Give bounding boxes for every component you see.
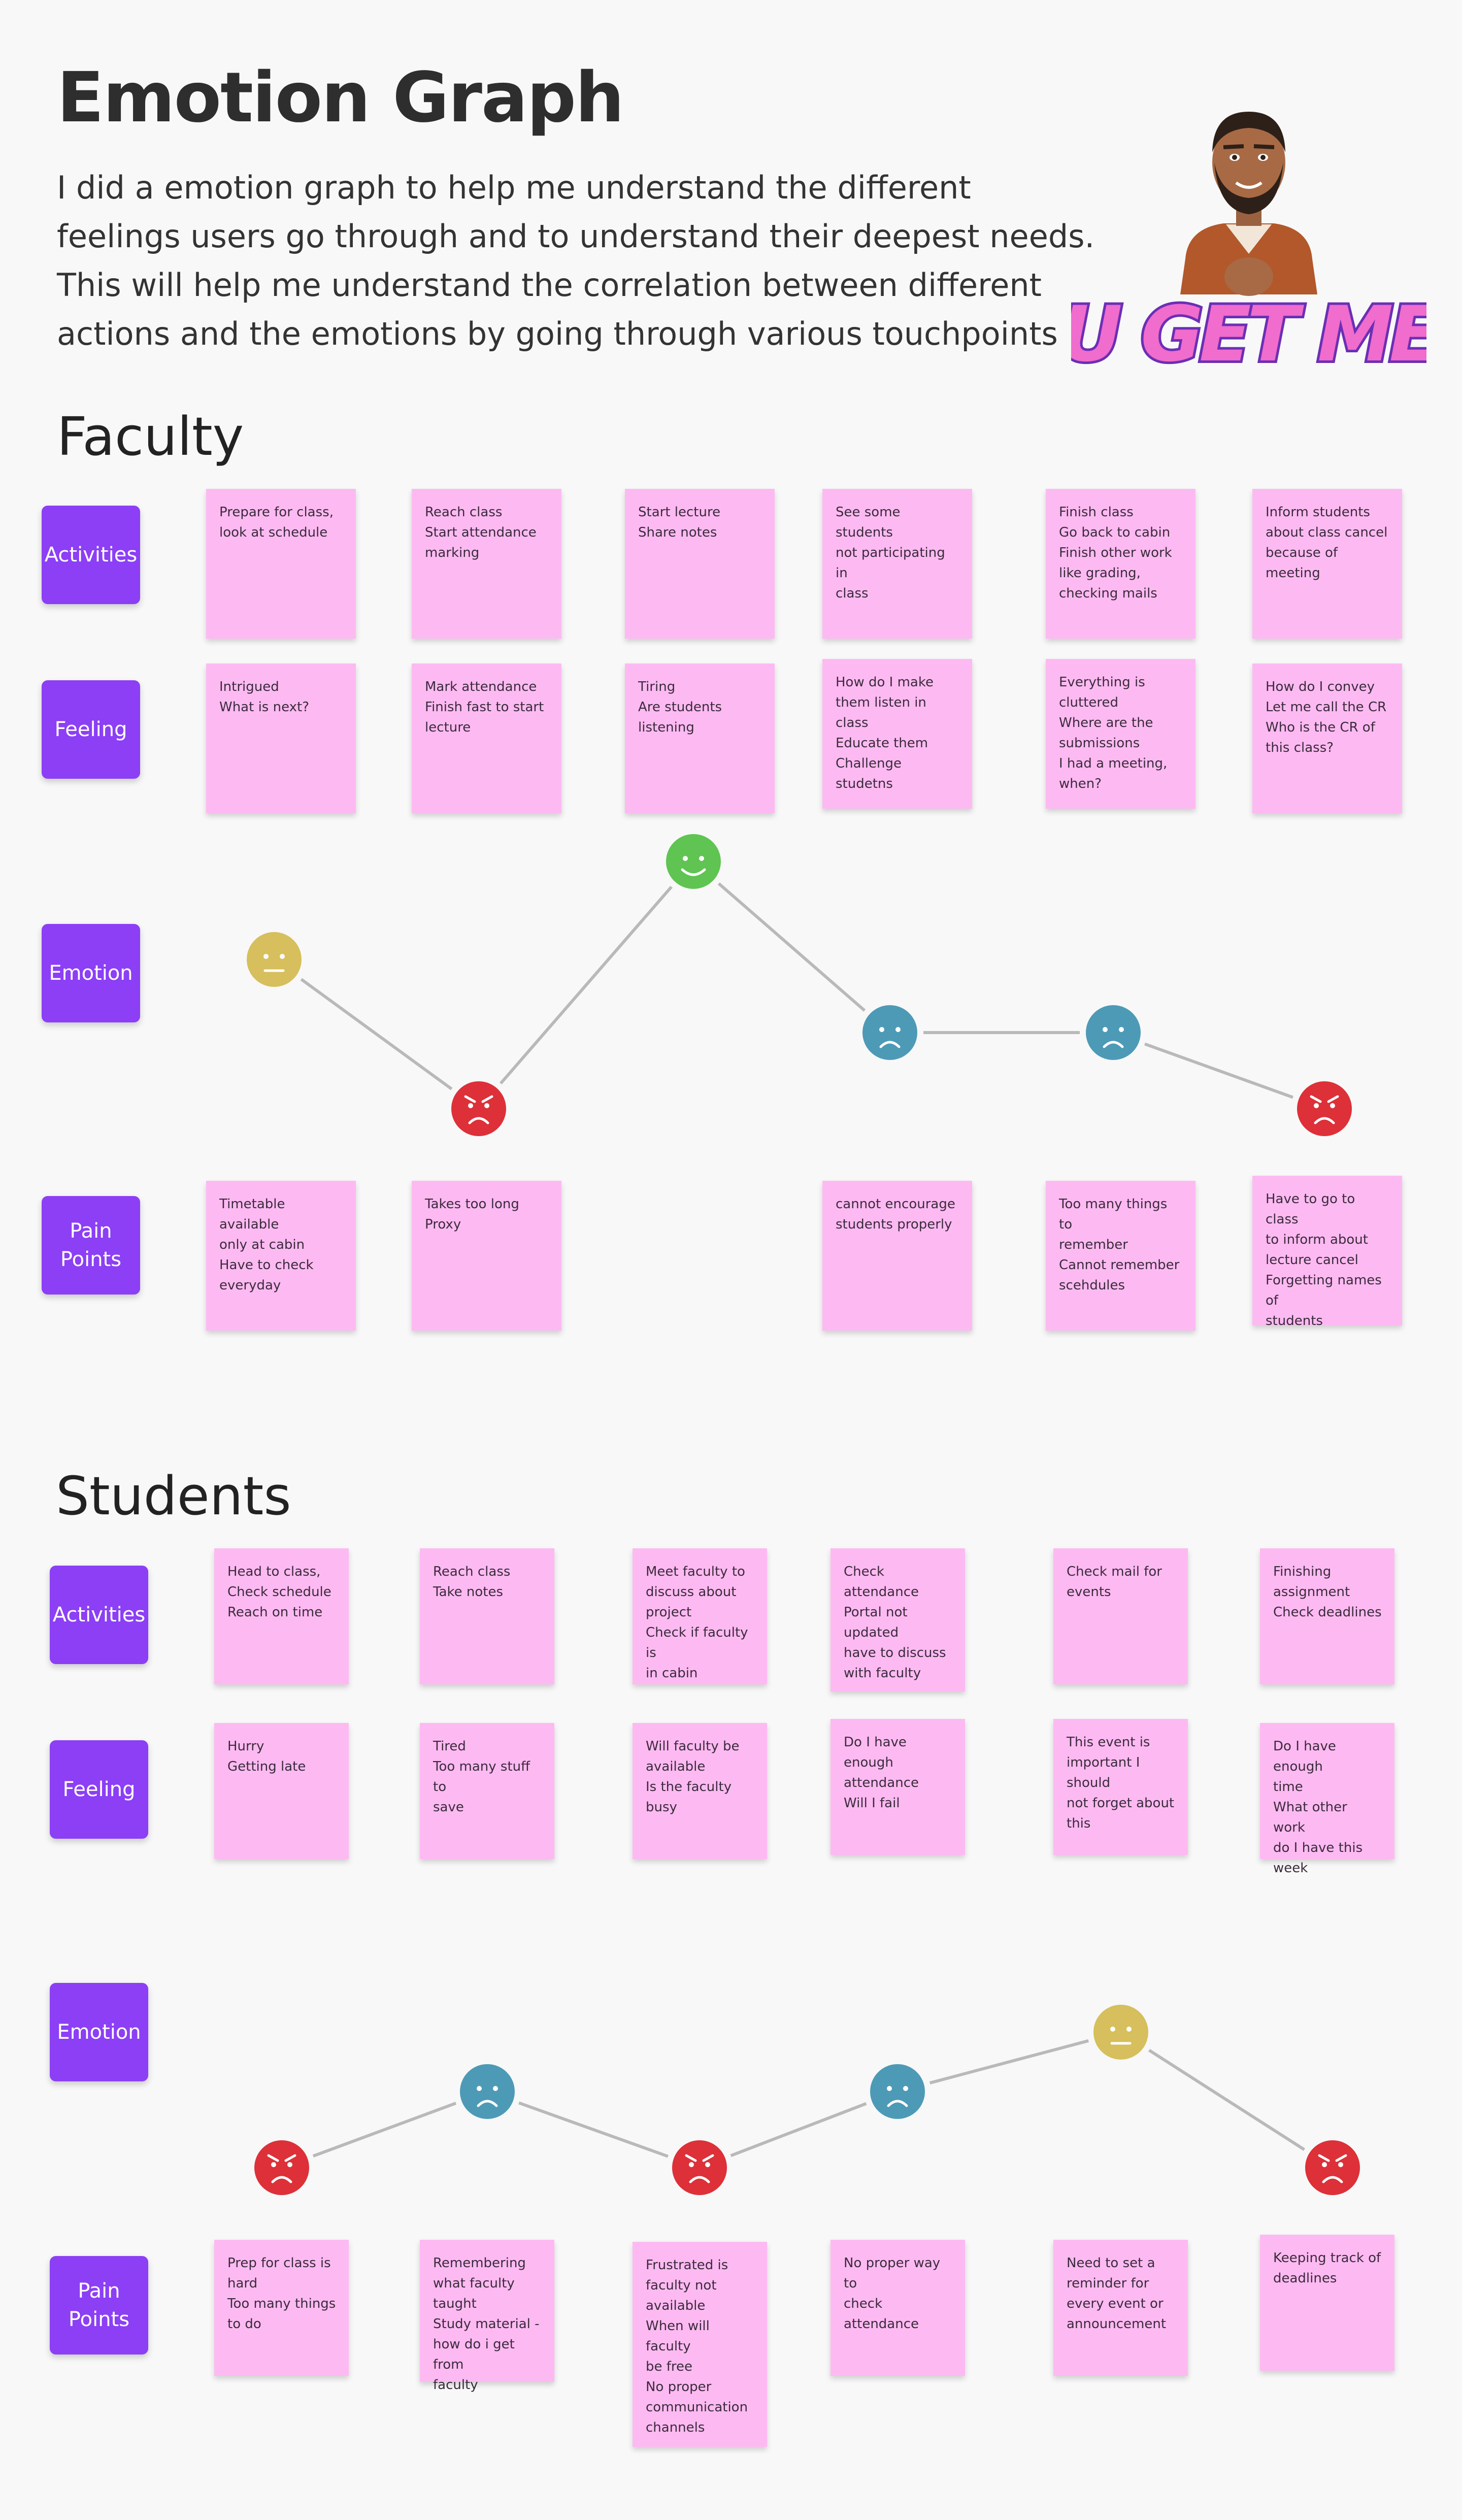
students-pain-note: Remembering what faculty taught Study ma… [420, 2240, 554, 2393]
students-pain-note: Prep for class is hard Too many things t… [214, 2240, 349, 2376]
avatar-shirt [1226, 224, 1272, 254]
happy-face-icon [666, 834, 721, 889]
faculty-activity-note: See some students not participating in c… [822, 489, 972, 639]
students-section-title: Students [56, 1465, 291, 1527]
students-feeling-note: Do I have enough attendance Will I fail [830, 1719, 965, 1855]
faculty-pain-note: Have to go to class to inform about lect… [1252, 1176, 1402, 1329]
angry-face-icon [672, 2140, 727, 2195]
faculty-feeling-note: Mark attendance Finish fast to start lec… [412, 664, 561, 813]
students-activity-note: Finishing assignment Check deadlines [1260, 1548, 1394, 1684]
students-label-feeling: Feeling [50, 1740, 148, 1839]
students-emotion-connector [1148, 2049, 1306, 2151]
students-activity-note: Meet faculty to discuss about project Ch… [633, 1548, 767, 1684]
students-label-pain-points: Pain Points [50, 2256, 148, 2355]
angry-face-icon [1297, 1081, 1352, 1136]
faculty-emotion-connector [1144, 1042, 1293, 1099]
faculty-feeling-note: Everything is cluttered Where are the su… [1046, 659, 1195, 809]
angry-face-icon [254, 2140, 309, 2195]
neutral-face-icon [1093, 2005, 1148, 2060]
faculty-pain-note: cannot encourage students properly [822, 1181, 972, 1331]
faculty-pain-note: Takes too long Proxy [412, 1181, 561, 1331]
students-activity-note: Check attendance Portal not updated have… [830, 1548, 965, 1692]
students-emotion-connector [929, 2039, 1089, 2084]
students-label-activities: Activities [50, 1566, 148, 1664]
intro-paragraph: I did a emotion graph to help me underst… [57, 169, 1095, 352]
faculty-section-title: Faculty [57, 406, 244, 468]
angry-face-icon [451, 1081, 506, 1136]
faculty-activity-note: Prepare for class, look at schedule [206, 489, 356, 639]
students-pain-note: Need to set a reminder for every event o… [1053, 2240, 1188, 2376]
students-activity-note: Head to class, Check schedule Reach on t… [214, 1548, 349, 1684]
faculty-activity-note: Finish class Go back to cabin Finish oth… [1046, 489, 1195, 639]
students-pain-note: Keeping track of deadlines [1260, 2235, 1394, 2371]
students-feeling-note: Do I have enough time What other work do… [1260, 1723, 1394, 1876]
faculty-feeling-note: Intrigued What is next? [206, 664, 356, 813]
faculty-label-feeling: Feeling [42, 680, 140, 779]
students-emotion-connector [312, 2102, 457, 2158]
faculty-label-emotion: Emotion [42, 924, 140, 1022]
faculty-activity-note: Inform students about class cancel becau… [1252, 489, 1402, 639]
faculty-emotion-connector [717, 882, 866, 1012]
neutral-face-icon [247, 932, 302, 987]
sad-face-icon [870, 2064, 925, 2119]
students-feeling-note: Tired Too many stuff to save [420, 1723, 554, 1859]
faculty-feeling-note: Tiring Are students listening [625, 664, 775, 813]
students-feeling-note: Hurry Getting late [214, 1723, 349, 1859]
logo-text: U GET ME [1071, 290, 1426, 379]
faculty-emotion-connector [500, 885, 673, 1085]
students-activity-note: Check mail for events [1053, 1548, 1188, 1684]
students-pain-note: No proper way to check attendance [830, 2240, 965, 2376]
students-emotion-connector [730, 2102, 867, 2158]
students-emotion-connector [518, 2101, 669, 2158]
faculty-pain-note: Timetable available only at cabin Have t… [206, 1181, 356, 1331]
students-activity-note: Reach class Take notes [420, 1548, 554, 1684]
faculty-emotion-connector [300, 978, 453, 1090]
sad-face-icon [460, 2064, 515, 2119]
faculty-activity-note: Reach class Start attendance marking [412, 489, 561, 639]
bitmoji-logo: U GET ME [1071, 112, 1426, 381]
faculty-activity-note: Start lecture Share notes [625, 489, 775, 639]
faculty-feeling-note: How do I make them listen in class Educa… [822, 659, 972, 809]
students-feeling-note: This event is important I should not for… [1053, 1719, 1188, 1855]
angry-face-icon [1305, 2140, 1360, 2195]
students-feeling-note: Will faculty be available Is the faculty… [633, 1723, 767, 1859]
faculty-label-pain-points: Pain Points [42, 1196, 140, 1295]
students-label-emotion: Emotion [50, 1983, 148, 2081]
sad-face-icon [862, 1005, 917, 1060]
faculty-label-activities: Activities [42, 506, 140, 604]
sad-face-icon [1086, 1005, 1141, 1060]
faculty-feeling-note: How do I convey Let me call the CR Who i… [1252, 664, 1402, 813]
faculty-pain-note: Too many things to remember Cannot remem… [1046, 1181, 1195, 1331]
students-pain-note: Frustrated is faculty not available When… [633, 2242, 767, 2447]
page-title: Emotion Graph [57, 58, 624, 138]
